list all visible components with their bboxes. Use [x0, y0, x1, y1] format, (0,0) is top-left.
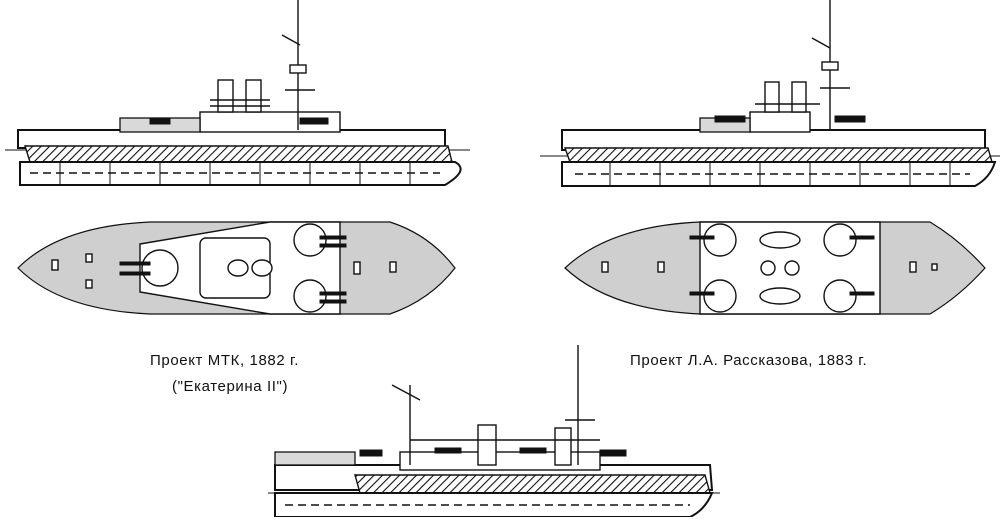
bottom-ship-side-view — [268, 345, 720, 518]
mtk-caption-title: Проект МТК, 1882 г. — [150, 352, 300, 369]
mtk-caption-subtitle: ("Екатерина II") — [172, 378, 289, 395]
rasskazov-1883-plan-view — [564, 221, 986, 315]
mtk-1882-side-view — [5, 0, 470, 186]
mtk-1882-plan-view — [17, 221, 456, 315]
rasskazov-1883-side-view — [540, 0, 1000, 187]
rasskazov-caption-title: Проект Л.А. Рассказова, 1883 г. — [630, 352, 868, 369]
